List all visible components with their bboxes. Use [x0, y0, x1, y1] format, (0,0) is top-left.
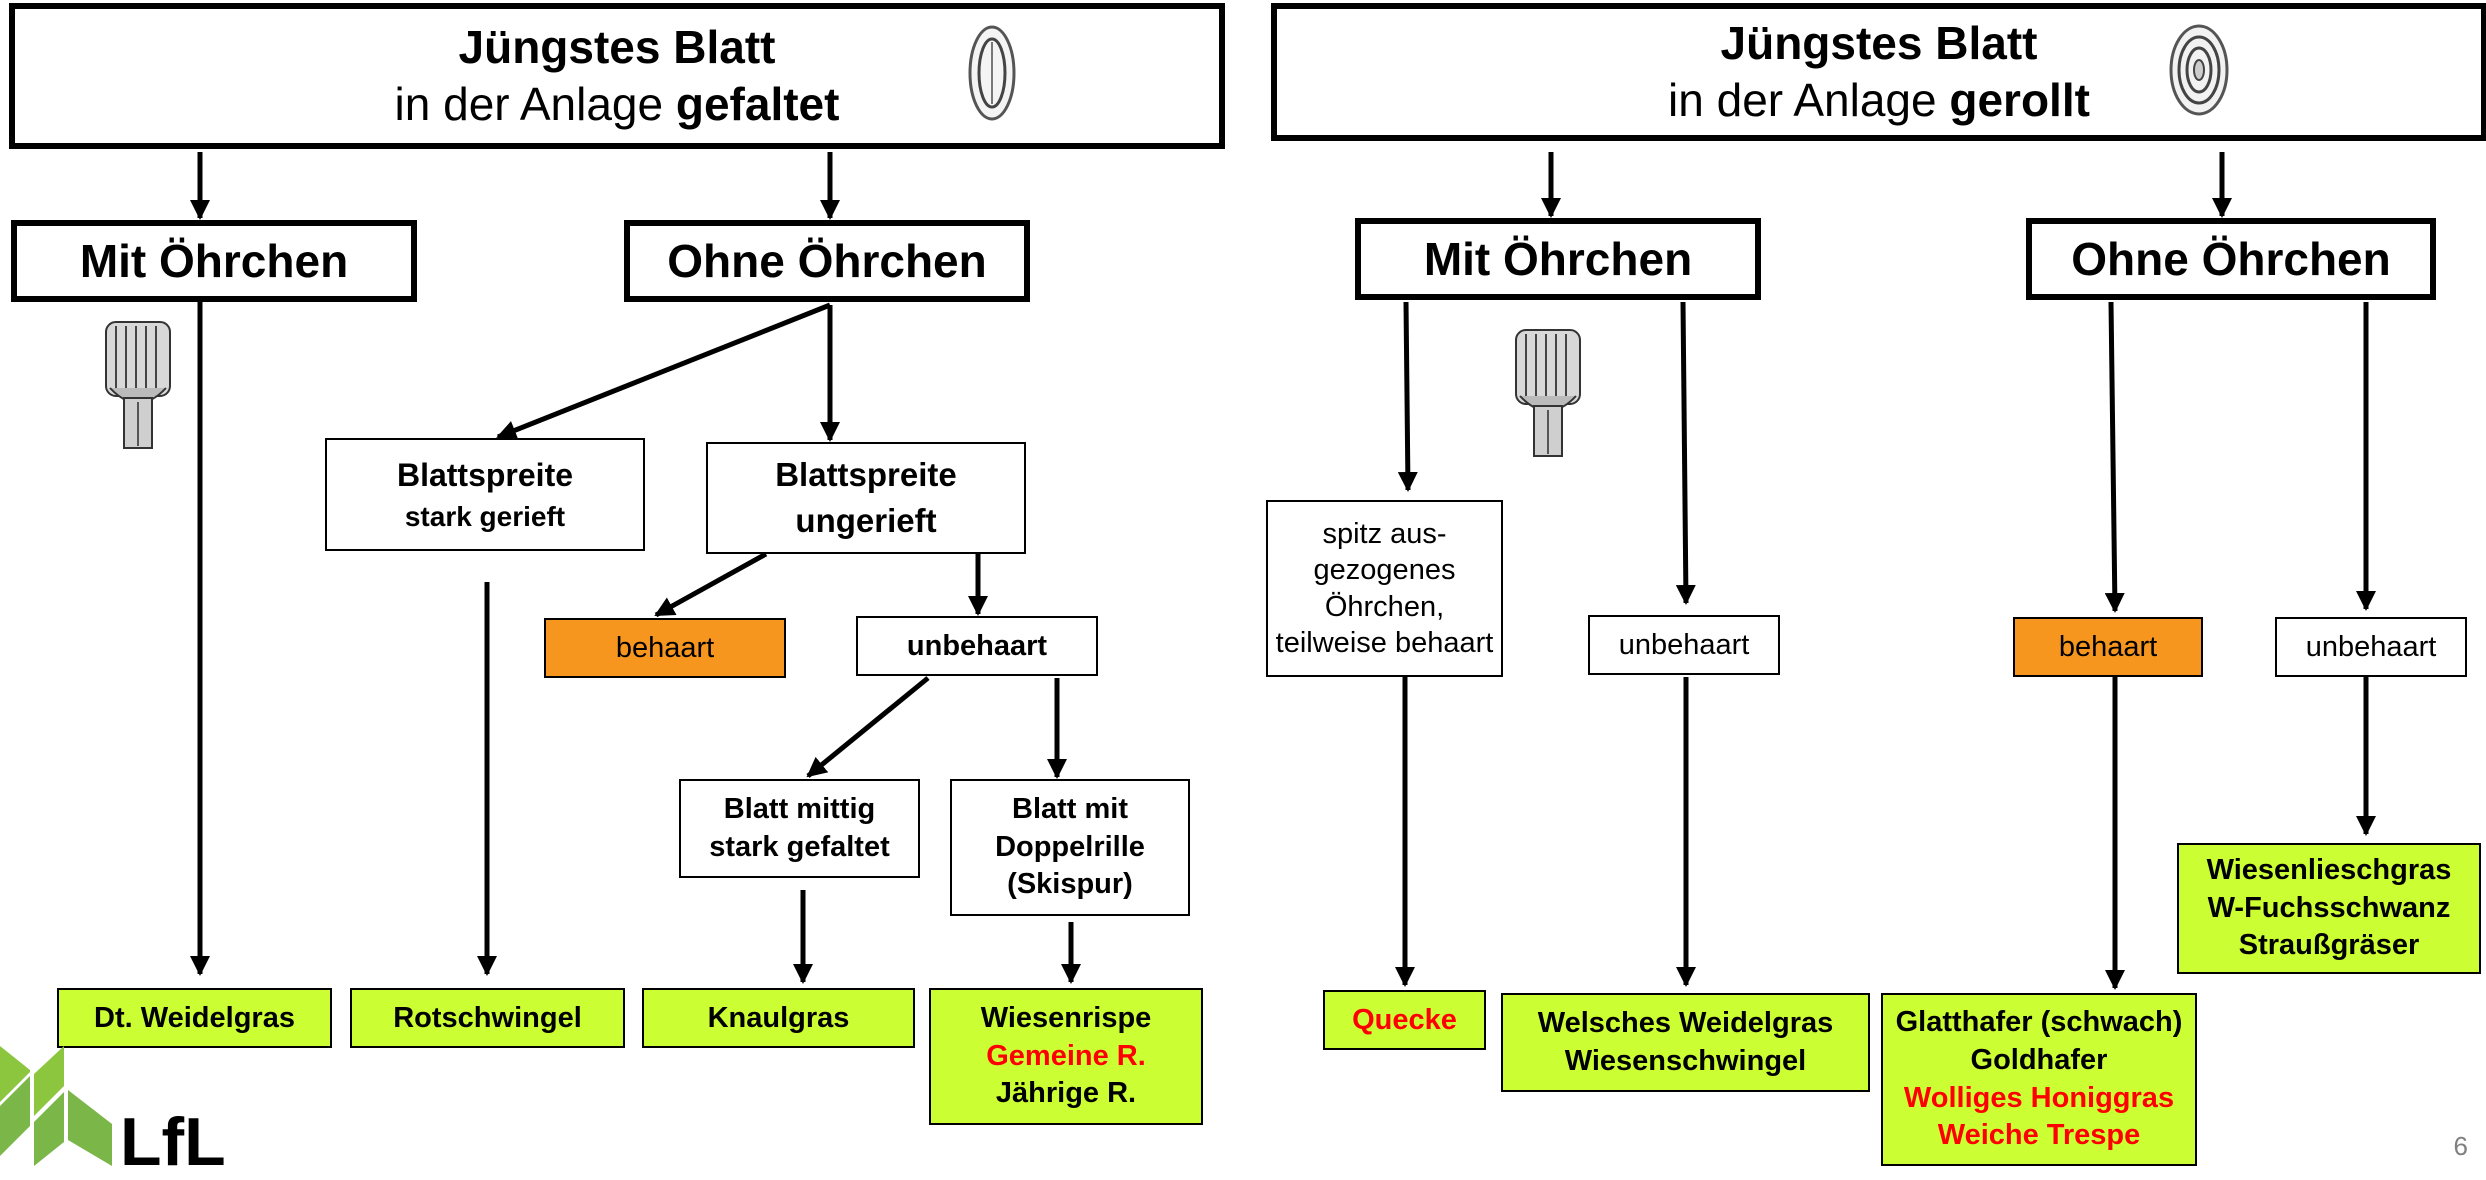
blattspreite-stark-gerieft-box: Blattspreite stark gerieft [325, 438, 645, 551]
header-title: Jüngstes Blatt [458, 20, 776, 73]
arrow [654, 551, 768, 618]
spitz-ausgezogenes-oehrchen-box: spitz aus- gezogenes Öhrchen, teilweise … [1266, 500, 1503, 677]
arrow [2104, 301, 2125, 613]
mit-oehrchen-box: Mit Öhrchen [11, 220, 417, 302]
folded-leaf-cross-section-image [968, 25, 1016, 121]
result-knaulgras: Knaulgras [642, 988, 915, 1048]
arrow [806, 676, 930, 778]
header-box-gerollt: Jüngstes Blatt in der Anlage gerollt [1271, 3, 2486, 141]
header-subtitle: in der Anlage gerollt [1668, 74, 2090, 126]
blatt-mittig-gefaltet-box: Blatt mittig stark gefaltet [679, 779, 920, 878]
result-dt-weidelgras: Dt. Weidelgras [57, 988, 332, 1048]
behaart-box: behaart [544, 618, 786, 678]
ohne-oehrchen-box-gerollt: Ohne Öhrchen [2026, 218, 2436, 300]
rolled-leaf-cross-section-image [2169, 24, 2229, 116]
unbehaart-mit-box: unbehaart [1588, 615, 1780, 675]
mit-oehrchen-box-gerollt: Mit Öhrchen [1355, 218, 1761, 300]
result-welsches-weidelgras-group: Welsches Weidelgras Wiesenschwingel [1501, 993, 1870, 1092]
auricle-illustration-image [1515, 329, 1581, 457]
result-wiesenrispe-group: Wiesenrispe Gemeine R. Jährige R. [929, 988, 1203, 1125]
arrow [1397, 301, 1418, 492]
page-number: 6 [2453, 1131, 2468, 1161]
ohne-oehrchen-box: Ohne Öhrchen [624, 220, 1030, 302]
header-box-gefaltet: Jüngstes Blatt in der Anlage gefaltet [9, 3, 1225, 149]
arrow [1675, 301, 1696, 605]
result-glatthafer-group: Glatthafer (schwach) Goldhafer Wolliges … [1881, 993, 2197, 1166]
result-quecke: Quecke [1323, 990, 1486, 1050]
auricle-illustration-image [105, 321, 171, 449]
lfl-leaf-mark [0, 1046, 112, 1166]
behaart-ohne-box: behaart [2013, 617, 2203, 677]
unbehaart-ohne-box: unbehaart [2275, 617, 2467, 677]
blatt-doppelrille-box: Blatt mit Doppelrille (Skispur) [950, 779, 1190, 916]
header-subtitle: in der Anlage gefaltet [394, 78, 840, 130]
header-title: Jüngstes Blatt [1720, 16, 2038, 69]
result-wiesenlieschgras-group: Wiesenlieschgras W-Fuchsschwanz Straußgr… [2177, 843, 2481, 974]
unbehaart-box: unbehaart [856, 616, 1098, 676]
lfl-logo-text: LfL [120, 1104, 226, 1180]
result-rotschwingel: Rotschwingel [350, 988, 625, 1048]
lfl-logo: LfL [0, 1046, 260, 1176]
blattspreite-ungerieft-box: Blattspreite ungerieft [706, 442, 1026, 554]
arrow [496, 302, 831, 440]
